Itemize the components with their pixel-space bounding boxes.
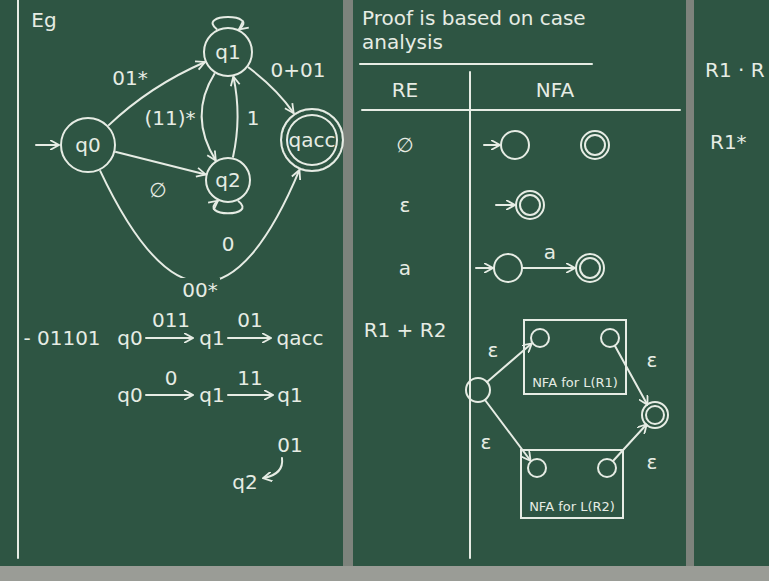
state-name: qacc — [289, 128, 336, 152]
chalk-label: 01 — [237, 308, 262, 332]
chalk-label: ε — [647, 348, 658, 372]
edge-label: 00* — [180, 278, 219, 302]
chalk-label: R1 · R — [705, 58, 765, 82]
chalk-label: 01 — [277, 433, 302, 457]
transition-edge — [100, 170, 300, 282]
chalk-label: a — [399, 256, 411, 280]
accept-circle — [576, 254, 604, 282]
transition-line — [202, 73, 216, 160]
edge-label: (11)* — [142, 106, 197, 130]
board-frame — [343, 0, 353, 568]
trace-arrow — [146, 394, 192, 396]
chalk-label: RE — [392, 78, 419, 102]
start-arrow — [36, 144, 58, 146]
arrow-head — [207, 150, 216, 160]
edge-label: 1 — [245, 106, 262, 130]
edge-label: 01* — [110, 66, 149, 90]
state-circle — [601, 329, 619, 347]
box-title: NFA for L(R2) — [529, 499, 615, 514]
arrow-head — [231, 76, 240, 86]
epsilon-arrow — [613, 425, 646, 461]
state-circle — [494, 254, 522, 282]
table-rule — [362, 109, 680, 111]
chalk-label: q0 — [117, 383, 142, 407]
chalk-line — [17, 0, 19, 558]
transition-line — [233, 76, 238, 157]
state-circle — [501, 131, 529, 159]
chalk-label: ε — [400, 193, 411, 217]
box-title: NFA for L(R1) — [532, 375, 618, 390]
chalk-label: ∅ — [396, 133, 413, 157]
edge-label: ∅ — [147, 178, 168, 202]
edge-label: 0+01 — [269, 58, 328, 82]
transition-arrow — [522, 267, 574, 269]
chalk-label: q1 — [199, 383, 224, 407]
transition-edge — [115, 152, 206, 177]
chalk-label: q0 — [117, 326, 142, 350]
accept-circle — [585, 135, 605, 155]
epsilon-arrow — [485, 400, 530, 460]
arrow-head — [292, 170, 300, 180]
transition-edge — [202, 73, 216, 160]
transition-edge — [231, 76, 240, 157]
chalk-label: R1* — [710, 130, 747, 154]
accept-state: qacc — [280, 108, 345, 173]
state-circle: q2 — [205, 157, 251, 203]
trace-arrow — [146, 337, 192, 339]
table-rule — [469, 72, 471, 558]
chalk-label: 11 — [237, 366, 262, 390]
start-arrow — [484, 144, 499, 146]
nfa-box: NFA for L(R2) — [520, 449, 624, 519]
chalk-label: q1 — [277, 383, 302, 407]
state-circle — [531, 329, 549, 347]
accept-circle — [516, 191, 544, 219]
edge-label: 0 — [220, 232, 237, 256]
arrow-head — [285, 103, 294, 113]
arrow-head — [208, 201, 218, 210]
trace-arrow — [228, 394, 272, 396]
chalk-label: - 01101 — [23, 326, 100, 350]
start-arrow — [496, 204, 514, 206]
transition-line — [100, 170, 300, 282]
accept-circle — [580, 258, 600, 278]
arrow-head — [239, 20, 249, 29]
nfa-box: NFA for L(R1) — [523, 319, 627, 395]
chalk-label: qacc — [277, 326, 324, 350]
state-name: q1 — [215, 40, 240, 64]
chalk-label: q1 — [199, 326, 224, 350]
chalk-label: Eg — [31, 8, 56, 32]
chalk-label: Proof is based on case analysis — [362, 6, 594, 54]
start-arrow — [476, 267, 492, 269]
state-circle: q1 — [203, 27, 253, 77]
transition-line — [115, 152, 206, 175]
chalk-label: 0 — [165, 366, 178, 390]
chalk-tray — [0, 566, 769, 581]
underline — [360, 63, 592, 65]
chalk-label: R1 + R2 — [364, 318, 447, 342]
chalk-label: a — [544, 240, 556, 264]
board-frame — [686, 0, 694, 568]
chalk-label: ε — [647, 450, 658, 474]
arrow-head — [195, 61, 205, 69]
chalk-label: q2 — [232, 470, 257, 494]
state-circle — [528, 459, 546, 477]
chalk-label: 011 — [152, 308, 190, 332]
state-circle: q0 — [60, 117, 116, 173]
chalk-label: ε — [481, 430, 492, 454]
chalk-label: NFA — [536, 78, 574, 102]
chalk-label: ε — [488, 338, 499, 362]
state-name: q2 — [215, 168, 240, 192]
accept-circle — [520, 195, 540, 215]
accept-circle — [581, 131, 609, 159]
arrow-head — [196, 168, 206, 177]
state-name: q0 — [75, 133, 100, 157]
epsilon-arrow — [615, 346, 647, 404]
trace-arrow — [264, 458, 282, 478]
accept-circle — [646, 406, 664, 424]
trace-arrow — [228, 337, 270, 339]
